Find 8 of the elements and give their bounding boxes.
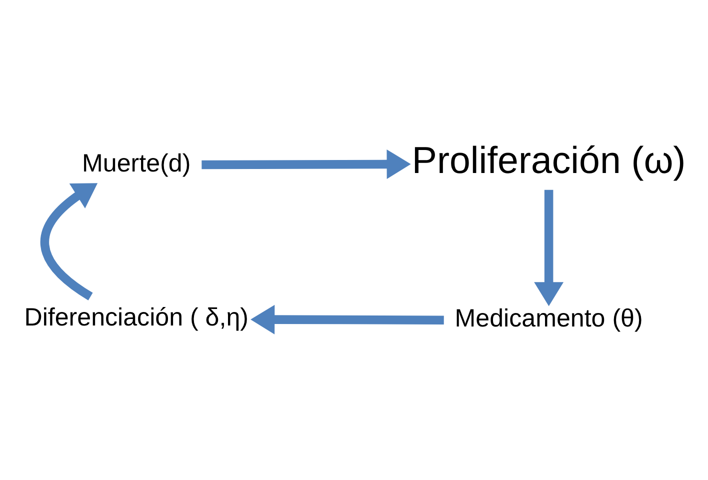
arrow xyxy=(40,182,98,300)
node-text: Diferenciación ( δ,η) xyxy=(24,302,248,331)
arrow xyxy=(534,189,564,306)
node-text: Muerte(d) xyxy=(82,148,190,177)
node-text: Medicamento (θ) xyxy=(454,304,642,332)
arrow xyxy=(201,148,410,178)
arrow xyxy=(250,304,444,334)
node-text: Proliferación (ω) xyxy=(411,138,686,181)
